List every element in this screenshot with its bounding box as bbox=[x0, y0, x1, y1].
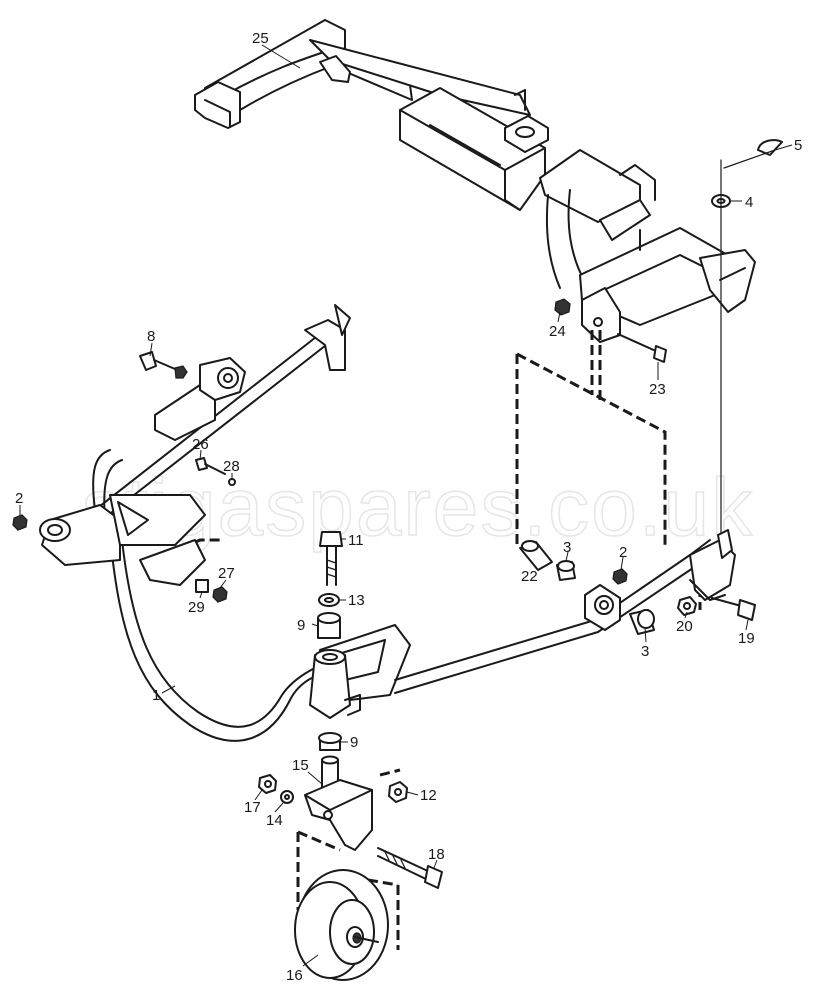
callout-8: 8 bbox=[147, 328, 155, 345]
part-16-wheel bbox=[294, 869, 389, 981]
part-11-bolt bbox=[319, 531, 343, 586]
callout-9-upper: 9 bbox=[297, 617, 305, 634]
callout-2-right: 2 bbox=[619, 544, 627, 561]
part-24-nut bbox=[554, 298, 571, 316]
callout-3-upper: 3 bbox=[563, 539, 571, 556]
leader-lines bbox=[19, 44, 793, 967]
part-9-bushing-upper bbox=[317, 612, 341, 639]
callout-22: 22 bbox=[521, 568, 538, 585]
part-27-nut bbox=[212, 586, 228, 603]
part-3-bushing-a bbox=[556, 560, 576, 581]
part-3-bushing-b bbox=[629, 609, 655, 635]
callout-20: 20 bbox=[676, 618, 693, 635]
callout-17: 17 bbox=[244, 799, 261, 816]
callout-labels: 25 5 4 24 23 8 26 28 2 27 29 11 13 9 3 2… bbox=[15, 30, 802, 984]
part-12-nut bbox=[388, 781, 408, 803]
callout-12: 12 bbox=[420, 787, 437, 804]
callout-24: 24 bbox=[549, 323, 566, 340]
callout-2-left: 2 bbox=[15, 490, 23, 507]
part-25-upper-frame bbox=[194, 19, 756, 343]
part-2-right-nut bbox=[612, 568, 628, 585]
part-9-bushing-lower bbox=[318, 732, 342, 751]
part-18-bolt bbox=[377, 847, 443, 889]
part-14-washer bbox=[280, 790, 294, 804]
part-8-bolt bbox=[139, 351, 188, 379]
part-19-bolt bbox=[711, 597, 756, 621]
part-15-caster-fork bbox=[304, 755, 373, 851]
callout-29: 29 bbox=[188, 599, 205, 616]
part-29-square-nut bbox=[195, 579, 209, 593]
part-20-nut bbox=[677, 596, 697, 616]
callout-3-lower: 3 bbox=[641, 643, 649, 660]
callout-4: 4 bbox=[745, 194, 753, 211]
callout-5: 5 bbox=[794, 137, 802, 154]
callout-14: 14 bbox=[266, 812, 283, 829]
callout-15: 15 bbox=[292, 757, 309, 774]
callout-13: 13 bbox=[348, 592, 365, 609]
callout-11: 11 bbox=[348, 532, 364, 549]
callout-19: 19 bbox=[738, 630, 755, 647]
part-13-washer bbox=[318, 593, 340, 607]
callout-16: 16 bbox=[286, 967, 303, 984]
callout-9-lower: 9 bbox=[350, 734, 358, 751]
part-26-bolt bbox=[195, 457, 226, 475]
part-5-clip bbox=[723, 139, 783, 169]
part-17-nut bbox=[258, 774, 277, 794]
callout-26: 26 bbox=[192, 436, 209, 453]
part-2-left-nut bbox=[12, 514, 28, 531]
part-23-bolt bbox=[617, 333, 667, 363]
part-1-front-axle bbox=[39, 304, 736, 742]
callout-25: 25 bbox=[252, 30, 269, 47]
part-22-spacer bbox=[519, 540, 553, 571]
callout-1: 1 bbox=[152, 687, 160, 704]
callout-27: 27 bbox=[218, 565, 235, 582]
callout-18: 18 bbox=[428, 846, 445, 863]
callout-23: 23 bbox=[649, 381, 666, 398]
callout-28: 28 bbox=[223, 458, 240, 475]
